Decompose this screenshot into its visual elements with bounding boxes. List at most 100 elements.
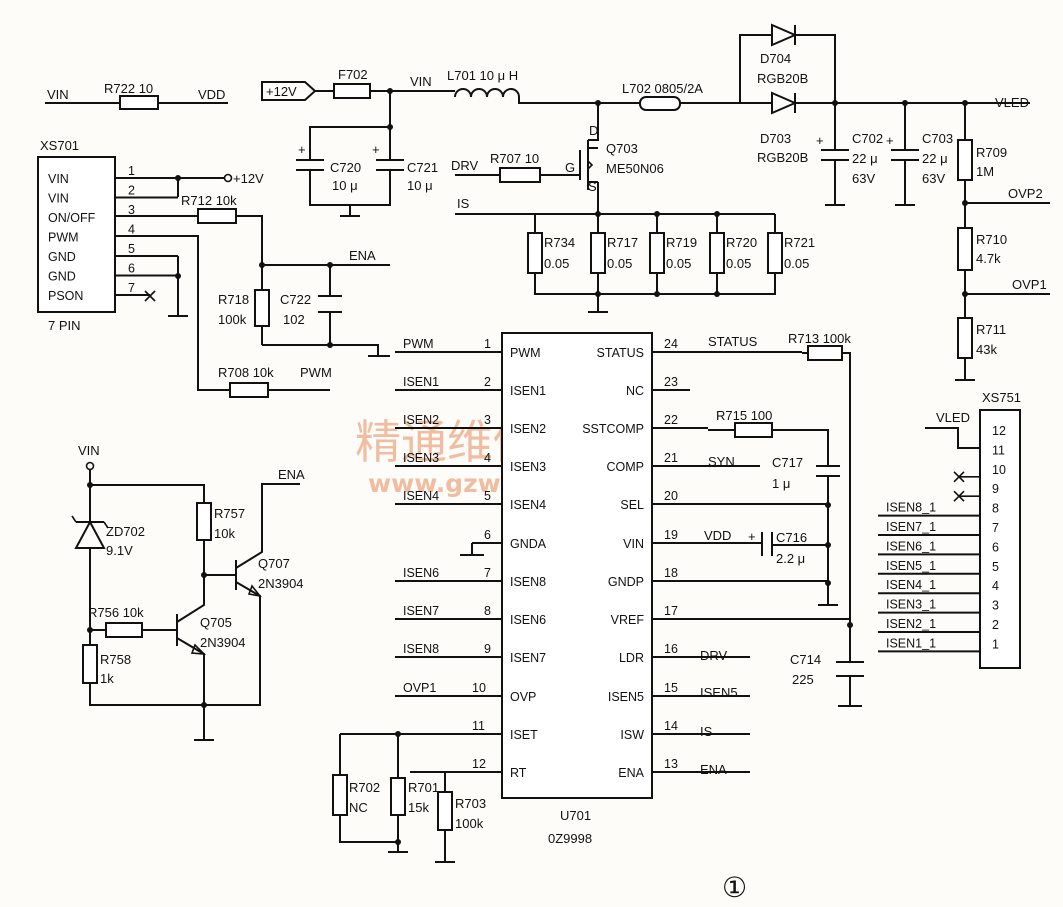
xs751-label: XS751 [982,390,1021,405]
xs701-pin-number: 1 [128,164,135,178]
vled-connector-label: VLED [936,410,970,425]
c702-label: C702 [852,131,883,146]
svg-text:+: + [816,133,824,148]
u701-pin-3-name: ISEN2 [510,422,546,436]
r703-value: 100k [455,816,484,831]
r758-label: R758 [100,652,131,667]
u701-pin-17-name: VREF [611,613,645,627]
svg-text:R721: R721 [784,235,815,250]
svg-text:0.05: 0.05 [726,256,751,271]
r713-resistor [807,345,843,361]
c722-capacitor [318,295,342,313]
c714-label: C714 [790,652,821,667]
u701-pin-3-net: ISEN2 [403,413,439,427]
svg-text:+: + [372,142,380,157]
u701-pin-19-name: VIN [623,537,644,551]
xs751-net-label: ISEN8_1 [886,501,936,515]
l701-label: L701 10 μ H [447,68,518,83]
xs751-pin-number: 9 [992,482,999,496]
u701-pin-18-number: 18 [664,566,678,580]
xs751-net-label: ISEN4_1 [886,578,936,592]
r701-label: R701 [408,780,439,795]
c714-value: 225 [792,672,814,687]
c702-voltage: 63V [852,171,875,186]
r718-label: R718 [218,292,249,307]
u701-pin-20-number: 20 [664,489,678,503]
xs751-pin-number: 11 [992,443,1005,457]
vin-node-label: VIN [410,74,432,89]
u701-pin-18-name: GNDP [608,575,644,589]
u701-pin-8-net: ISEN7 [403,604,439,618]
q707-part: 2N3904 [258,576,304,591]
u701-ic: PWM1PWMISEN12ISEN1ISEN23ISEN2ISEN34ISEN3… [332,332,850,863]
u701-pin-20-name: SEL [620,498,644,512]
r718-value: 100k [218,312,247,327]
u701-pin-2-net: ISEN1 [403,375,439,389]
xs701-connector: XS701 7 PIN VIN1VIN2ON/OFF3PWM4GND5GND6P… [37,138,390,398]
xs751-pin-number: 7 [992,521,999,535]
r712-resistor [197,208,237,224]
xs701-pin-number: 6 [128,262,135,276]
status-net-label: STATUS [708,334,758,349]
u701-pin-4-net: ISEN3 [403,451,439,465]
svg-text:R720: R720 [726,235,757,250]
enable-circuit: VIN ZD702 9.1V R757 10k ENA Q707 2N3904 … [71,443,305,741]
r758-value: 1k [100,671,114,686]
c716-value: 2.2 μ [776,551,805,566]
u701-pin-6-name: GNDA [510,537,547,551]
d703-diode [771,91,798,115]
c722-label: C722 [280,292,311,307]
f702-label: F702 [338,67,368,82]
r718-resistor [254,289,270,327]
xs751-pin-number: 8 [992,502,999,516]
u701-pin-10-net: OVP1 [403,681,436,695]
r702-label: R702 [349,780,380,795]
u701-pin-5-number: 5 [484,489,491,503]
c720-value: 10 μ [332,178,358,193]
r715-label: R715 100 [716,408,772,423]
c721-value: 10 μ [407,178,433,193]
u701-pin-8-number: 8 [484,604,491,618]
plus12v-connector-label: +12V [233,171,264,186]
d703-label: D703 [760,131,791,146]
xs751-pin-number: 10 [992,463,1006,477]
r702-value: NC [349,800,368,815]
xs701-pin-number: 4 [128,223,135,237]
c721-label: C721 [407,160,438,175]
r757-value: 10k [214,526,235,541]
xs701-pin-number: 5 [128,242,135,256]
u701-pin-2-number: 2 [484,375,491,389]
figure-marker: ① [722,872,747,903]
r722-resistor [119,95,159,110]
u701-pin-9-name: ISEN7 [510,651,546,665]
c703-value: 22 μ [922,151,948,166]
ic-right-network: STATUS R713 100k R715 100 SYN C717 1 μ V… [700,331,864,777]
is-pin-net-label: IS [700,724,713,739]
vin-bottom-label: VIN [78,443,100,458]
r722-branch: VIN R722 10 VDD [45,81,228,110]
d704-diode [771,23,798,47]
xs701-pin-number: 7 [128,281,135,295]
r758-resistor [82,644,98,684]
xs751-pin-number: 3 [992,599,999,613]
r708-label: R708 10k [218,365,274,380]
r757-resistor [196,502,212,541]
svg-text:+: + [298,142,306,157]
l702-label: L702 0805/2A [622,81,703,96]
zd702-label: ZD702 [106,524,145,539]
r710-value: 4.7k [976,251,1001,266]
r711-resistor [957,317,973,359]
u701-pin-14-name: ISW [620,728,644,742]
u701-pin-8-name: ISEN6 [510,613,546,627]
xs751-connector: XS751 VLED 12111098ISEN8_17ISEN7_16ISEN6… [878,390,1021,669]
syn-net-label: SYN [708,454,735,469]
xs751-net-label: ISEN2_1 [886,617,936,631]
q703-part: ME50N06 [606,161,664,176]
u701-pin-15-number: 15 [664,681,678,695]
svg-text:+: + [886,133,894,148]
u701-pin-7-net: ISEN6 [403,566,439,580]
drv-input-label: DRV [451,158,479,173]
output-stage: L702 0805/2A D704 RGB20B D703 RGB20B VLE… [622,23,1050,381]
